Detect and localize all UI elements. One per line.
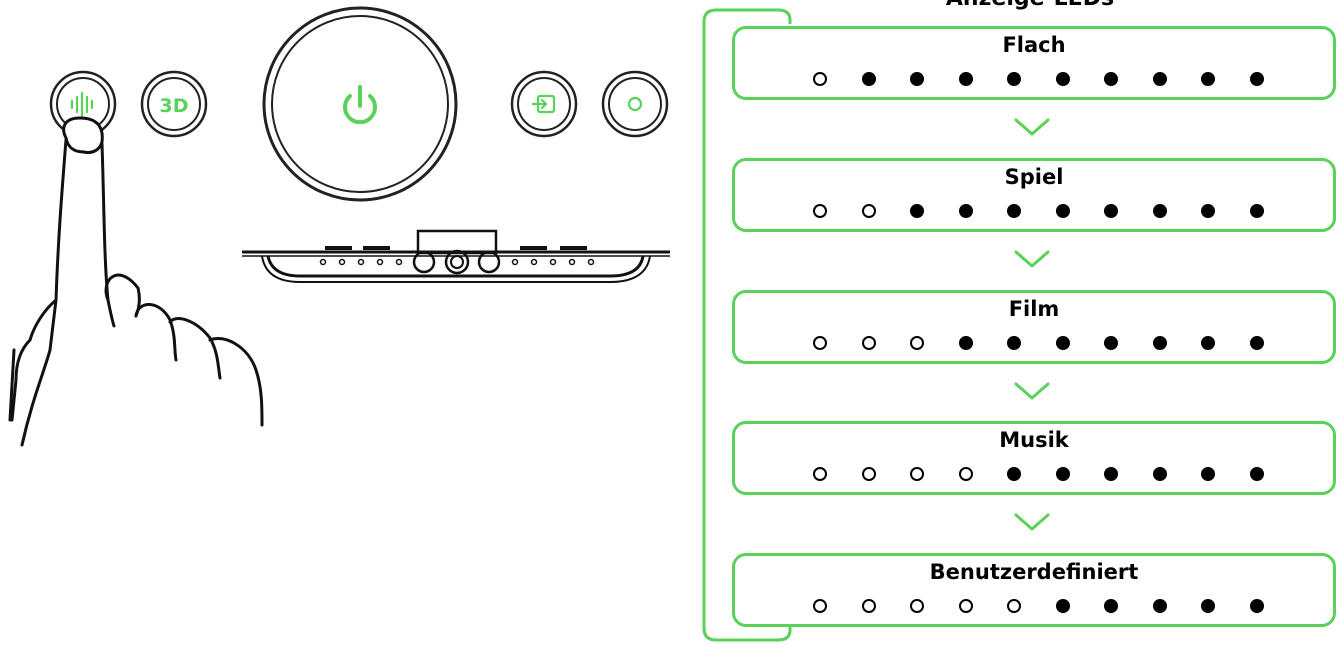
led-on bbox=[1056, 467, 1070, 481]
led-on bbox=[959, 204, 973, 218]
led-on bbox=[1153, 336, 1167, 350]
led-on bbox=[1007, 204, 1021, 218]
led-on bbox=[910, 72, 924, 86]
led-on bbox=[1201, 204, 1215, 218]
led-on bbox=[910, 204, 924, 218]
led-on bbox=[1201, 467, 1215, 481]
input-source-icon bbox=[533, 96, 554, 112]
power-button[interactable] bbox=[264, 8, 456, 200]
led-off bbox=[1007, 599, 1021, 613]
led-on bbox=[1201, 72, 1215, 86]
led-off bbox=[910, 336, 924, 350]
mode-name: Musik bbox=[735, 427, 1333, 453]
mode-name: Flach bbox=[735, 32, 1333, 58]
led-on bbox=[1104, 72, 1118, 86]
led-on bbox=[1056, 204, 1070, 218]
led-on bbox=[1153, 599, 1167, 613]
circle-button[interactable] bbox=[603, 72, 667, 136]
led-on bbox=[1250, 72, 1264, 86]
led-on bbox=[1201, 599, 1215, 613]
chevron-down-icon bbox=[1012, 116, 1052, 138]
3d-button[interactable]: 3D bbox=[142, 72, 206, 136]
input-button[interactable] bbox=[512, 72, 576, 136]
led-off bbox=[813, 599, 827, 613]
led-on bbox=[1056, 599, 1070, 613]
led-off bbox=[813, 72, 827, 86]
mode-card: Benutzerdefiniert bbox=[732, 553, 1336, 627]
led-off bbox=[959, 599, 973, 613]
soundbar-illustration bbox=[242, 231, 670, 282]
led-on bbox=[1104, 467, 1118, 481]
led-off bbox=[813, 204, 827, 218]
equalizer-icon bbox=[72, 93, 92, 116]
led-off bbox=[862, 204, 876, 218]
control-panel-illustration: 3D bbox=[0, 0, 700, 645]
led-on bbox=[1104, 599, 1118, 613]
led-on bbox=[1250, 336, 1264, 350]
led-on bbox=[1250, 599, 1264, 613]
chevron-down-icon bbox=[1012, 511, 1052, 533]
led-on bbox=[1250, 204, 1264, 218]
led-on bbox=[1056, 72, 1070, 86]
chevron-down-icon bbox=[1012, 248, 1052, 270]
led-on bbox=[1104, 336, 1118, 350]
led-on bbox=[1153, 204, 1167, 218]
led-off bbox=[862, 599, 876, 613]
led-indicator-title: Anzeige-LEDs bbox=[900, 0, 1160, 12]
led-off bbox=[910, 467, 924, 481]
led-row bbox=[813, 599, 1263, 617]
led-on bbox=[1153, 72, 1167, 86]
chevron-down-icon bbox=[1012, 380, 1052, 402]
mode-name: Film bbox=[735, 296, 1333, 322]
led-row bbox=[813, 72, 1263, 90]
led-on bbox=[1104, 204, 1118, 218]
led-row bbox=[813, 336, 1263, 354]
led-on bbox=[959, 72, 973, 86]
circle-icon bbox=[629, 98, 641, 110]
led-off bbox=[862, 467, 876, 481]
led-off bbox=[813, 467, 827, 481]
led-off bbox=[910, 599, 924, 613]
led-on bbox=[1007, 72, 1021, 86]
mode-card: Film bbox=[732, 290, 1336, 364]
mode-name: Benutzerdefiniert bbox=[735, 559, 1333, 585]
led-off bbox=[959, 467, 973, 481]
led-on bbox=[959, 336, 973, 350]
led-off bbox=[813, 336, 827, 350]
power-icon bbox=[345, 87, 375, 122]
mode-card: Flach bbox=[732, 26, 1336, 100]
led-off bbox=[862, 336, 876, 350]
hand-illustration bbox=[10, 118, 262, 445]
led-on bbox=[1153, 467, 1167, 481]
3d-button-label: 3D bbox=[160, 95, 189, 117]
led-on bbox=[1201, 336, 1215, 350]
led-on bbox=[862, 72, 876, 86]
mode-card: Spiel bbox=[732, 158, 1336, 232]
led-on bbox=[1250, 467, 1264, 481]
led-row bbox=[813, 467, 1263, 485]
led-on bbox=[1007, 467, 1021, 481]
mode-card: Musik bbox=[732, 421, 1336, 495]
led-on bbox=[1056, 336, 1070, 350]
led-on bbox=[1007, 336, 1021, 350]
led-row bbox=[813, 204, 1263, 222]
mode-name: Spiel bbox=[735, 164, 1333, 190]
